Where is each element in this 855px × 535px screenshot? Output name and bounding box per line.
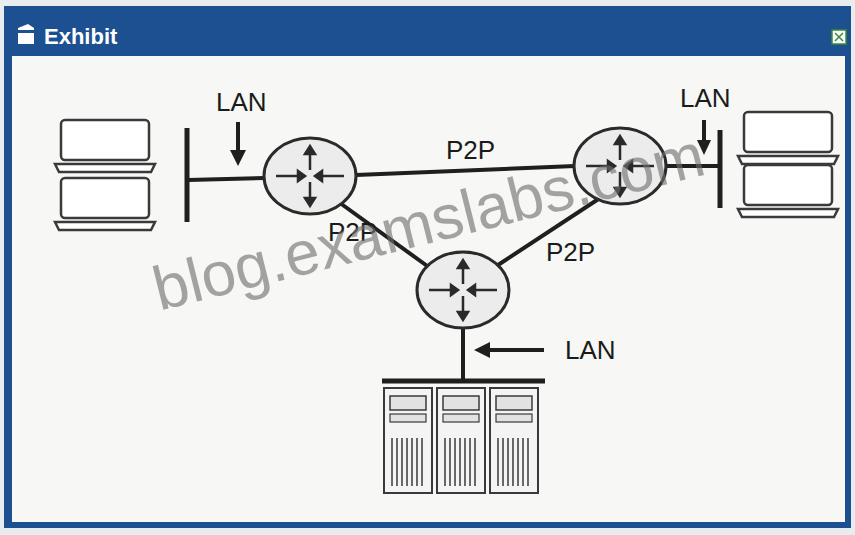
- window-title: Exhibit: [44, 26, 117, 48]
- link-label: P2P: [546, 239, 595, 265]
- lan-label: LAN: [216, 89, 267, 115]
- lan-label: LAN: [565, 337, 616, 363]
- lan-label: LAN: [680, 85, 731, 111]
- link-label: P2P: [446, 137, 495, 163]
